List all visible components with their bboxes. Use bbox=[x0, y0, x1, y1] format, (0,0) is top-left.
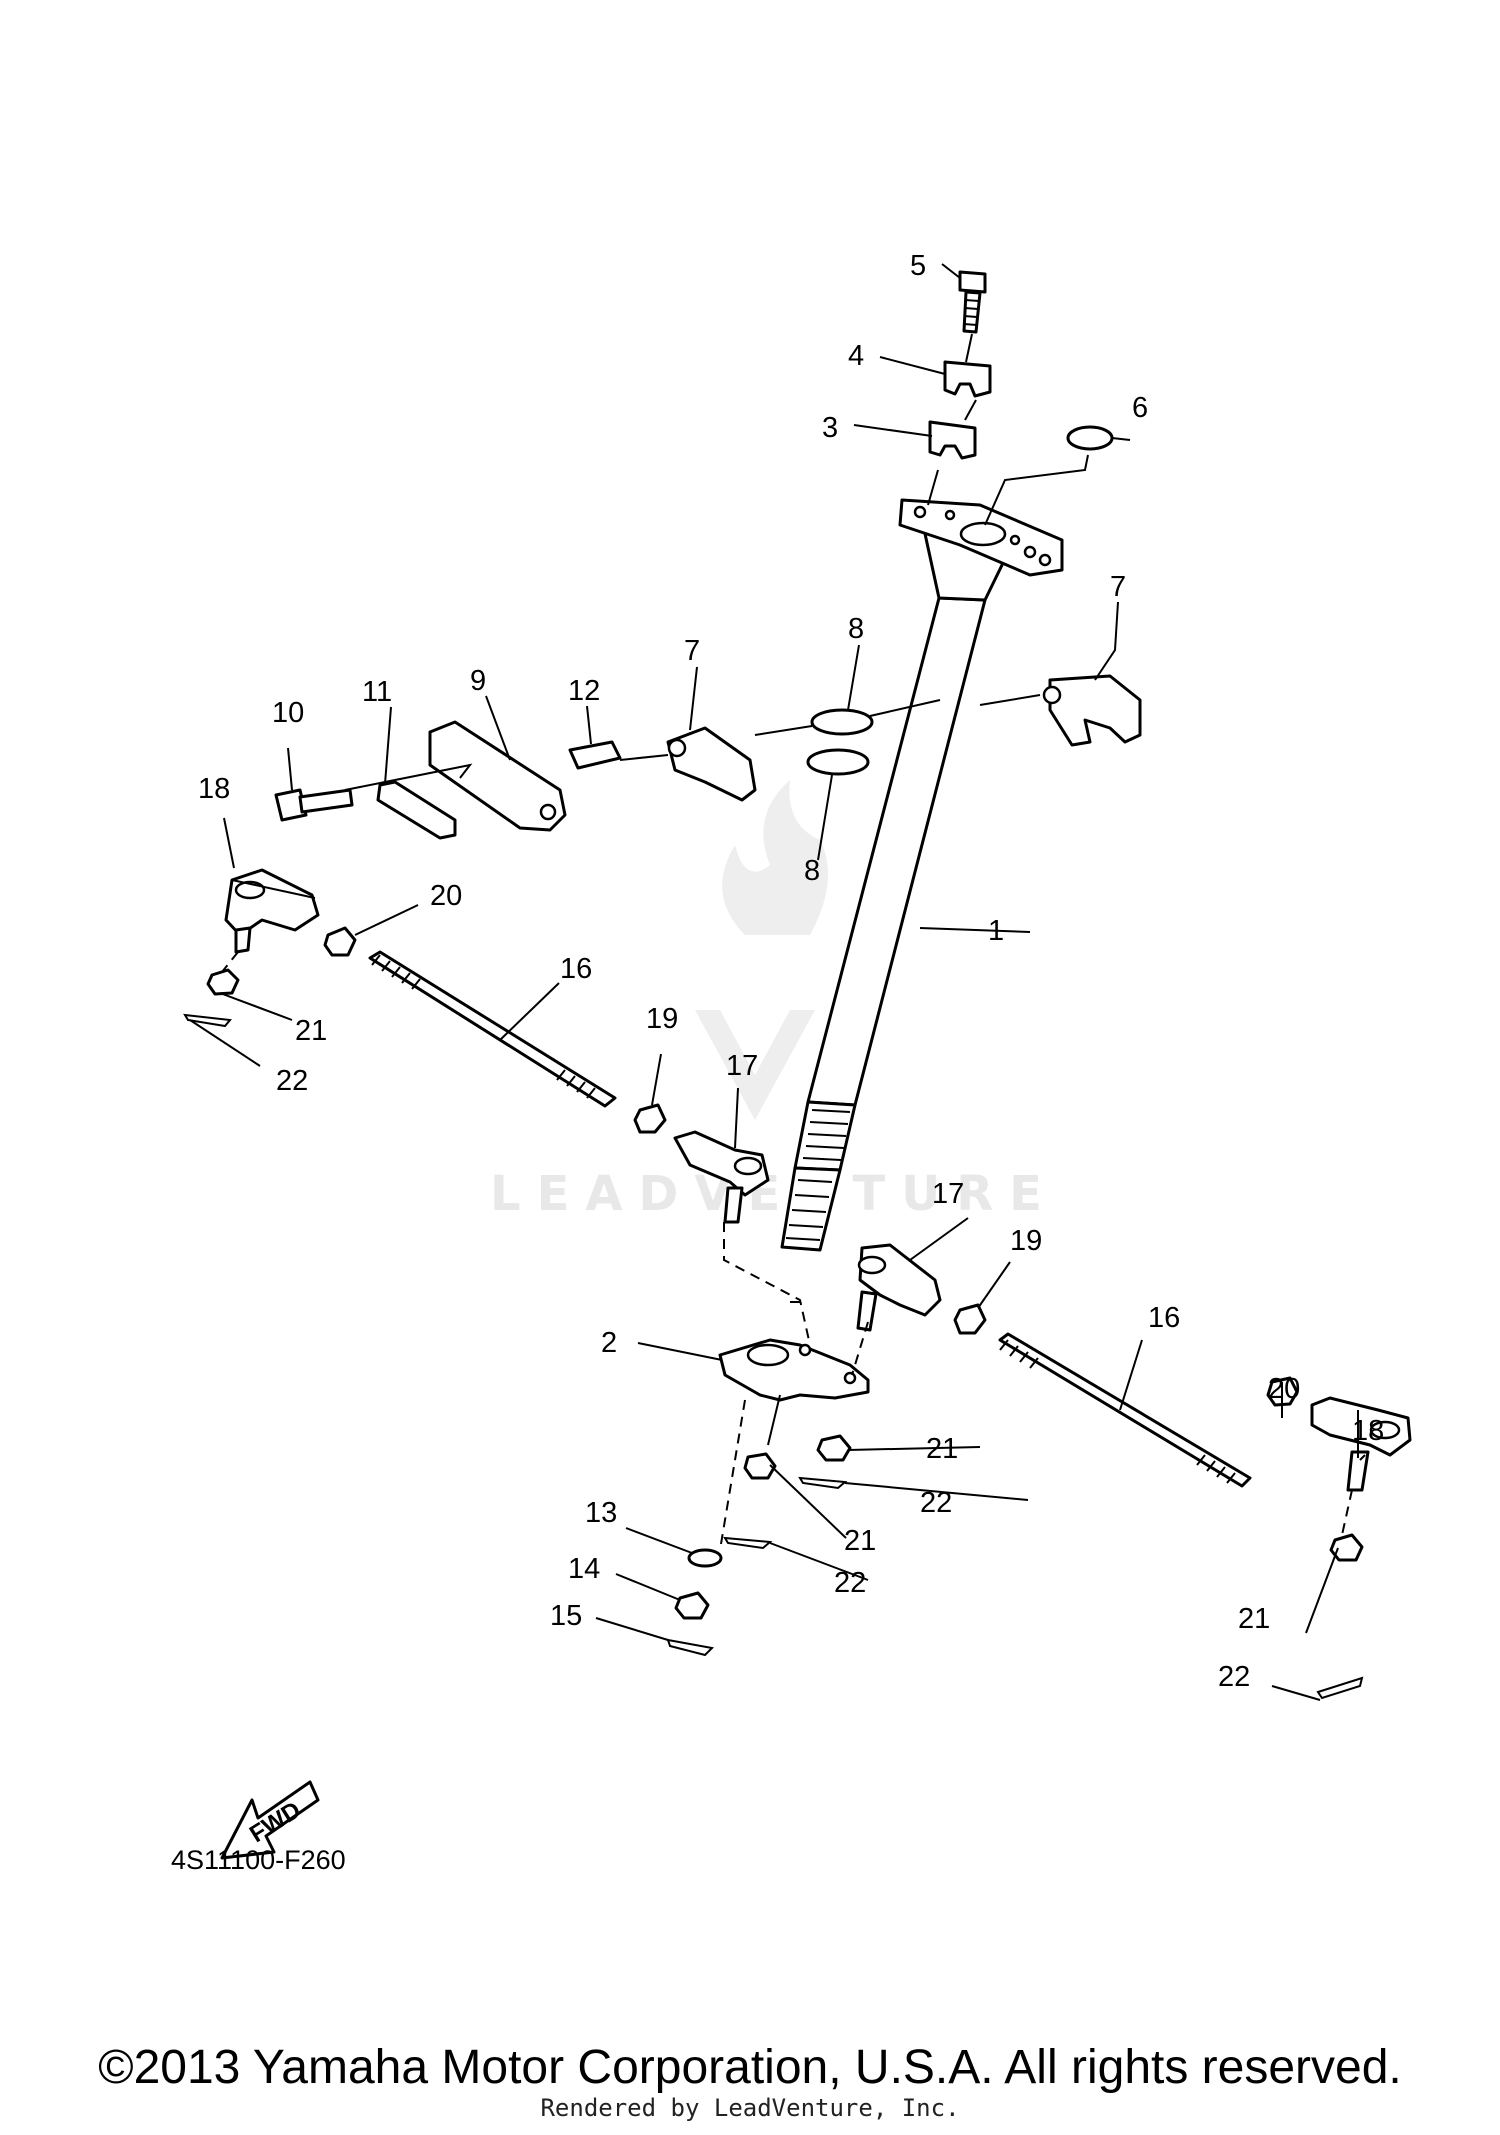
callout-22-arm-right: 22 bbox=[920, 1487, 952, 1519]
callout-21-arm-right: 21 bbox=[926, 1433, 958, 1465]
alignment-lines bbox=[221, 333, 1353, 1551]
tie-rod-end-right-outer-part bbox=[1310, 1396, 1412, 1492]
watermark: LEADVENTURE bbox=[490, 780, 1058, 1222]
callout-22-arm-left: 22 bbox=[834, 1567, 866, 1599]
callout-6: 6 bbox=[1132, 392, 1148, 424]
drawing-code: 4S11100-F260 bbox=[171, 1845, 346, 1875]
callout-18-left: 18 bbox=[198, 773, 230, 805]
callout-9: 9 bbox=[470, 665, 486, 697]
copyright-notice: ©2013 Yamaha Motor Corporation, U.S.A. A… bbox=[98, 2041, 1402, 2094]
callout-14: 14 bbox=[568, 1553, 600, 1585]
column-holder-left-part bbox=[666, 726, 757, 802]
callout-15: 15 bbox=[550, 1600, 582, 1632]
nut-center-left-part bbox=[633, 1103, 667, 1134]
callout-8-lower: 8 bbox=[804, 855, 820, 887]
cotter-pin-lower-part bbox=[666, 1638, 715, 1657]
nut-lower-part bbox=[674, 1591, 710, 1620]
callout-12: 12 bbox=[568, 675, 600, 707]
callout-21-left: 21 bbox=[295, 1015, 327, 1047]
callout-19-left: 19 bbox=[646, 1003, 678, 1035]
clamp-upper-part bbox=[943, 360, 992, 398]
callout-8-upper: 8 bbox=[848, 613, 864, 645]
lock-plate-part bbox=[428, 720, 567, 832]
callout-7-left: 7 bbox=[684, 635, 700, 667]
cap-part bbox=[1066, 425, 1114, 451]
callout-16-right: 16 bbox=[1148, 1302, 1180, 1334]
cotter-pin-right-part bbox=[1316, 1676, 1364, 1700]
castle-nut-left-part bbox=[206, 968, 240, 996]
callout-22-right: 22 bbox=[1218, 1661, 1250, 1693]
tie-rod-left-part bbox=[368, 950, 617, 1108]
callout-20-left: 20 bbox=[430, 880, 462, 912]
callout-22-left: 22 bbox=[276, 1065, 308, 1097]
callout-7-right: 7 bbox=[1110, 571, 1126, 603]
cotter-pin-arm-left-part bbox=[723, 1536, 773, 1550]
bolt-part bbox=[958, 270, 987, 334]
nut-left-part bbox=[323, 926, 357, 957]
steering-column-part bbox=[780, 498, 1064, 1252]
callout-20-right: 20 bbox=[1268, 1373, 1300, 1405]
circlip-lower-part bbox=[806, 748, 870, 776]
tie-rod-end-center-left-part bbox=[673, 1130, 770, 1224]
castle-nut-arm-right-part bbox=[816, 1434, 852, 1462]
castle-nut-right-part bbox=[1329, 1533, 1364, 1562]
column-holder-right-part bbox=[1048, 674, 1142, 747]
lock-washer-part bbox=[376, 780, 457, 840]
callout-11: 11 bbox=[362, 676, 392, 708]
collar-part bbox=[568, 740, 622, 770]
callout-13: 13 bbox=[585, 1497, 617, 1529]
callout-16-left: 16 bbox=[560, 953, 592, 985]
watermark-text: LEADVENTURE bbox=[490, 1166, 1058, 1222]
cotter-pin-left-part bbox=[183, 1013, 232, 1028]
pitman-arm-part bbox=[718, 1338, 870, 1402]
circlip-upper-part bbox=[810, 708, 874, 736]
callout-numbers: 5 4 3 6 7 8 7 9 12 11 10 18 8 20 1 16 19… bbox=[198, 250, 1384, 1693]
callout-21-arm-left: 21 bbox=[844, 1525, 876, 1557]
leader-lines bbox=[189, 263, 1366, 1701]
callout-17-left: 17 bbox=[726, 1050, 758, 1082]
tie-rod-end-right-part bbox=[856, 1243, 942, 1332]
washer-part bbox=[687, 1548, 723, 1568]
hex-bolt-part bbox=[274, 788, 354, 822]
callout-19-right: 19 bbox=[1010, 1225, 1042, 1257]
nut-center-right-part bbox=[953, 1303, 987, 1335]
rendered-by-notice: Rendered by LeadVenture, Inc. bbox=[540, 2094, 960, 2122]
callout-21-right: 21 bbox=[1238, 1603, 1270, 1635]
callout-10: 10 bbox=[272, 697, 304, 729]
callout-4: 4 bbox=[848, 340, 864, 372]
cotter-pin-arm-right-part bbox=[798, 1476, 848, 1490]
callout-18-right: 18 bbox=[1352, 1415, 1384, 1447]
callout-17-right: 17 bbox=[932, 1178, 964, 1210]
tie-rod-right-part bbox=[998, 1332, 1252, 1488]
callout-2: 2 bbox=[601, 1327, 617, 1359]
castle-nut-arm-left-part bbox=[743, 1452, 777, 1480]
callout-3: 3 bbox=[822, 412, 838, 444]
callout-5: 5 bbox=[910, 250, 926, 282]
clamp-lower-part bbox=[928, 420, 977, 460]
callout-1: 1 bbox=[988, 915, 1004, 947]
